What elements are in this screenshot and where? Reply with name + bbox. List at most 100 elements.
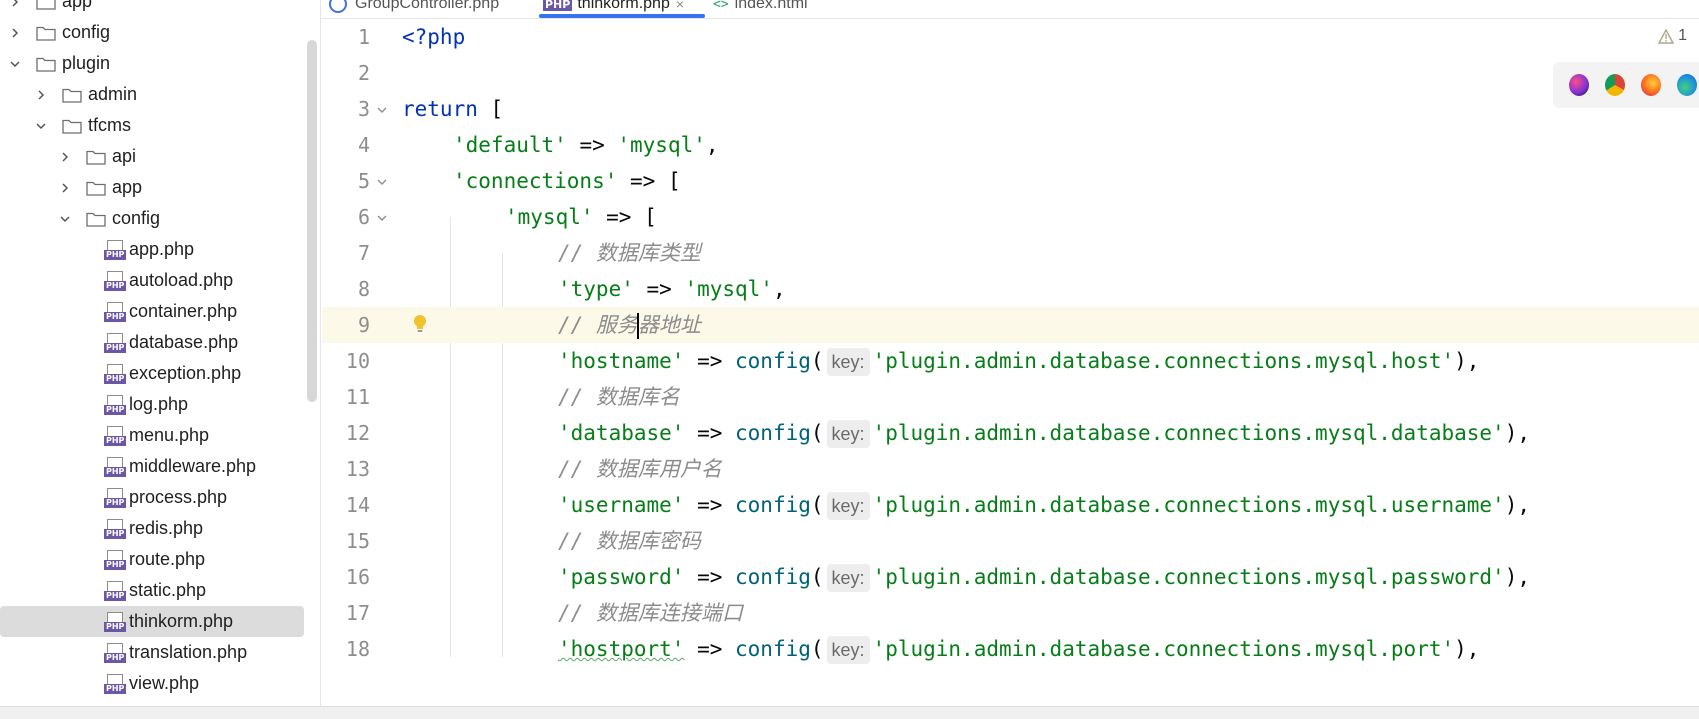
php-file-icon: PHP [104, 332, 127, 353]
comment-part: 器地址 [637, 313, 701, 337]
chevron-right-icon[interactable] [34, 88, 48, 102]
parameter-hint: key: [826, 636, 870, 664]
php-file-icon: PHP [104, 611, 127, 632]
tree-item-label: config [112, 208, 161, 228]
php-file-icon: PHP [104, 456, 127, 477]
php-file-icon: PHP [104, 394, 127, 415]
php-file-icon: PHP [104, 549, 127, 570]
comment-part: // 服务 [558, 313, 638, 337]
inspection-count: 1 [1678, 27, 1687, 44]
code-line[interactable]: 18 'hostport' => config(key:'plugin.admi… [322, 631, 1699, 667]
code-line[interactable]: 13 // 数据库用户名 [322, 451, 1699, 487]
string-token: 'type' [558, 277, 634, 301]
tree-scrollbar[interactable] [307, 40, 317, 402]
string-token: 'plugin.admin.database.connections.mysql… [872, 565, 1505, 589]
chevron-right-icon[interactable] [58, 181, 72, 195]
tree-folder-item[interactable]: plugin [0, 48, 304, 79]
tree-folder-item[interactable]: config [0, 203, 304, 234]
code-line[interactable]: 14 'username' => config(key:'plugin.admi… [322, 487, 1699, 523]
string-token: 'hostport' [558, 637, 685, 661]
firefox-icon[interactable] [1641, 74, 1661, 96]
code-text: return [ [402, 91, 503, 127]
code-editor[interactable]: 1 <?php 2 3 return [ 4 'default' => 'mys… [322, 19, 1699, 675]
line-number: 17 [345, 601, 370, 625]
code-line[interactable]: 3 return [ [322, 91, 1699, 127]
fold-chevron-icon[interactable] [376, 103, 388, 115]
chevron-right-icon[interactable] [8, 26, 22, 40]
comment-text: // 数据库连接端口 [558, 601, 743, 625]
folder-icon [86, 180, 106, 196]
code-line[interactable]: 16 'password' => config(key:'plugin.admi… [322, 559, 1699, 595]
tab-index-html[interactable]: <> index.html [713, 0, 808, 17]
tree-item-label: container.php [129, 301, 238, 321]
tree-folder-item[interactable]: config [0, 17, 304, 48]
tab-label: index.html [734, 0, 808, 12]
code-line[interactable]: 5 'connections' => [ [322, 163, 1699, 199]
tree-folder-item[interactable]: api [0, 141, 304, 172]
code-line[interactable]: 10 'hostname' => config(key:'plugin.admi… [322, 343, 1699, 379]
parameter-hint: key: [826, 420, 870, 448]
code-line[interactable]: 1 <?php [322, 19, 1699, 55]
code-line[interactable]: 8 'type' => 'mysql', [322, 271, 1699, 307]
code-token: ( [810, 421, 824, 445]
code-line[interactable]: 4 'default' => 'mysql', [322, 127, 1699, 163]
close-icon[interactable]: × [675, 0, 685, 12]
tree-item-label: api [112, 146, 137, 166]
tab-thinkorm[interactable]: PHP thinkorm.php × [543, 0, 684, 17]
chrome-icon[interactable] [1605, 74, 1625, 96]
phpstorm-icon[interactable] [1569, 74, 1589, 96]
folder-icon [62, 87, 82, 103]
chevron-right-icon[interactable] [58, 150, 72, 164]
code-line[interactable]: 15 // 数据库密码 [322, 523, 1699, 559]
tree-item-label: view.php [129, 673, 200, 693]
inspection-widget[interactable]: 1 [1658, 27, 1687, 45]
code-line[interactable]: 6 'mysql' => [ [322, 199, 1699, 235]
chevron-down-icon[interactable] [58, 212, 72, 226]
tree-item-label: translation.php [129, 642, 248, 662]
code-line[interactable]: 7 // 数据库类型 [322, 235, 1699, 271]
tree-folder-item[interactable]: app [0, 0, 304, 17]
chevron-right-icon[interactable] [8, 0, 22, 9]
lightbulb-icon[interactable] [412, 313, 428, 335]
code-token: ( [810, 493, 824, 517]
php-open-tag: <?php [402, 25, 466, 49]
code-line-current[interactable]: 9 // 服务器地址 [322, 307, 1699, 343]
folder-icon [36, 25, 56, 41]
chevron-down-icon[interactable] [8, 57, 22, 71]
comment-text: // 数据库类型 [558, 241, 701, 265]
tree-folder-item[interactable]: admin [0, 79, 304, 110]
chevron-down-icon[interactable] [34, 119, 48, 133]
fold-chevron-icon[interactable] [376, 175, 388, 187]
tree-item-label: tfcms [88, 115, 131, 135]
tab-group-controller[interactable]: GroupController.php [329, 0, 499, 17]
code-line[interactable]: 12 'database' => config(key:'plugin.admi… [322, 415, 1699, 451]
tree-item-label: static.php [129, 580, 207, 600]
tree-item-label: route.php [129, 549, 206, 569]
code-line[interactable]: 17 // 数据库连接端口 [322, 595, 1699, 631]
tab-label: GroupController.php [355, 0, 500, 12]
code-line[interactable]: 11 // 数据库名 [322, 379, 1699, 415]
edge-icon[interactable] [1677, 74, 1697, 96]
line-number: 9 [357, 313, 370, 337]
code-line[interactable]: 2 [322, 55, 1699, 91]
fold-chevron-icon[interactable] [376, 211, 388, 223]
tree-folder-item[interactable]: app [0, 172, 304, 203]
string-token: 'password' [558, 565, 685, 589]
tree-folder-item[interactable]: tfcms [0, 110, 304, 141]
function-token: config [735, 565, 811, 589]
